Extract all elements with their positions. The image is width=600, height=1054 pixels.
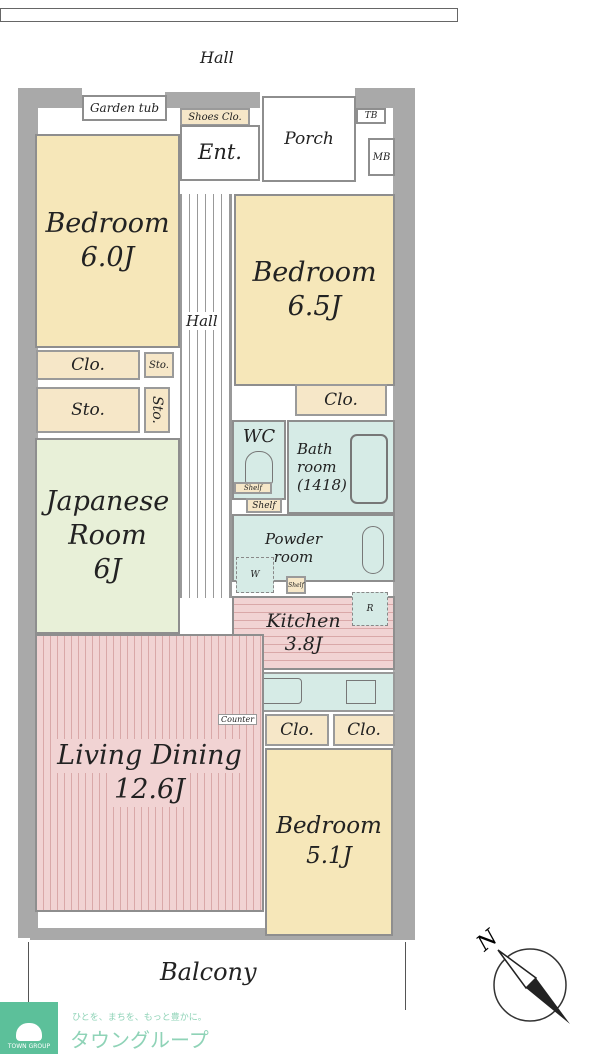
mb-box: MB bbox=[368, 138, 395, 176]
storage: Sto. bbox=[36, 387, 140, 433]
powder-shelf: Shelf bbox=[286, 576, 306, 594]
closet-bedroom-5-1-a: Clo. bbox=[265, 714, 329, 746]
shoes-closet-label: Shoes Clo. bbox=[188, 111, 242, 123]
room-name: Japanese bbox=[45, 486, 170, 518]
closet-bedroom-5-1-b: Clo. bbox=[333, 714, 395, 746]
room-name: Bedroom bbox=[276, 813, 382, 840]
left-wall bbox=[18, 88, 38, 938]
top-wall-mid bbox=[165, 92, 260, 108]
room-name: Bedroom bbox=[252, 257, 377, 289]
garden-tub: Garden tub bbox=[82, 95, 167, 121]
washbasin-icon bbox=[362, 526, 384, 574]
japanese-room: Japanese Room 6J bbox=[35, 438, 180, 634]
fridge-space: R bbox=[352, 592, 388, 626]
shelf: Shelf bbox=[246, 498, 282, 513]
fridge-label: R bbox=[366, 604, 374, 614]
right-wall bbox=[393, 88, 415, 938]
shelf-label: Shelf bbox=[288, 581, 304, 589]
logo-name: タウングループ bbox=[70, 1028, 209, 1052]
wc-label: WC bbox=[242, 426, 276, 447]
bathroom-label: Bath bbox=[297, 440, 333, 458]
storage-label: Sto. bbox=[149, 359, 169, 371]
bathroom-label: room bbox=[297, 458, 337, 476]
washer-space: W bbox=[236, 557, 274, 593]
room-name: Living Dining bbox=[53, 739, 246, 773]
hall-label: Hall bbox=[186, 312, 218, 330]
bathtub-icon bbox=[350, 434, 388, 504]
town-group-logo: TOWN GROUP bbox=[0, 1002, 58, 1054]
toilet-icon bbox=[245, 451, 273, 485]
tb-box: TB bbox=[356, 108, 386, 124]
porch-label: Porch bbox=[284, 129, 334, 149]
closet-label: Clo. bbox=[71, 355, 105, 375]
top-wall-left bbox=[18, 88, 82, 108]
living-dining: Living Dining 12.6J bbox=[35, 634, 264, 912]
entrance: Ent. bbox=[180, 125, 260, 181]
closet-label: Clo. bbox=[280, 720, 314, 740]
closet-label: Clo. bbox=[347, 720, 381, 740]
bedroom-6-5: Bedroom 6.5J bbox=[234, 194, 395, 386]
storage-label: Sto. bbox=[71, 400, 105, 420]
room-name: Bedroom bbox=[45, 208, 170, 240]
shelf-label: Shelf bbox=[252, 500, 276, 511]
tb-label: TB bbox=[364, 111, 378, 121]
storage-vertical: Sto. bbox=[144, 387, 170, 433]
storage-small: Sto. bbox=[144, 352, 174, 378]
hall-corridor bbox=[180, 194, 232, 598]
hall-top-label: Hall bbox=[200, 48, 234, 67]
room-name: Kitchen bbox=[266, 610, 341, 633]
porch: Porch bbox=[262, 96, 356, 182]
tree-icon bbox=[16, 1023, 42, 1041]
top-wall-right bbox=[355, 88, 415, 108]
closet-bedroom-6-5: Clo. bbox=[295, 384, 387, 416]
room-size: 6J bbox=[93, 553, 122, 585]
shoes-closet: Shoes Clo. bbox=[180, 108, 250, 126]
storage-label: Sto. bbox=[149, 396, 165, 424]
garden-tub-label: Garden tub bbox=[89, 101, 160, 115]
common-corridor-outline bbox=[0, 8, 458, 22]
bathroom-label: (1418) bbox=[297, 476, 347, 494]
closet-bedroom-6-0: Clo. bbox=[36, 350, 140, 380]
mb-label: MB bbox=[372, 151, 391, 163]
wc-shelf: Shelf bbox=[234, 482, 272, 494]
closet-label: Clo. bbox=[324, 390, 358, 410]
sink-icon bbox=[260, 678, 302, 704]
shelf-label: Shelf bbox=[243, 484, 263, 492]
room-size: 12.6J bbox=[110, 773, 189, 807]
powder-room-label: room bbox=[273, 548, 314, 566]
balcony-label: Balcony bbox=[160, 958, 257, 986]
room-size: 6.5J bbox=[287, 291, 342, 322]
stove-icon bbox=[346, 680, 376, 704]
balcony-edge-right bbox=[405, 942, 406, 1010]
powder-room-label: Powder bbox=[264, 530, 322, 548]
washer-label: W bbox=[250, 570, 260, 580]
logo-tagline: ひとを、まちを、もっと豊かに。 bbox=[72, 1013, 207, 1023]
balcony-edge-left bbox=[28, 942, 29, 1010]
room-name: Room bbox=[68, 520, 147, 552]
entrance-label: Ent. bbox=[198, 140, 242, 165]
logo-badge-text: TOWN GROUP bbox=[7, 1043, 51, 1050]
bedroom-5-1: Bedroom 5.1J bbox=[265, 748, 393, 936]
counter-label: Counter bbox=[218, 714, 258, 725]
room-size: 5.1J bbox=[306, 843, 352, 869]
room-size: 6.0J bbox=[80, 242, 135, 273]
room-size: 3.8J bbox=[284, 633, 323, 655]
bedroom-6-0: Bedroom 6.0J bbox=[35, 134, 180, 348]
north-compass-icon: N bbox=[472, 925, 570, 1024]
